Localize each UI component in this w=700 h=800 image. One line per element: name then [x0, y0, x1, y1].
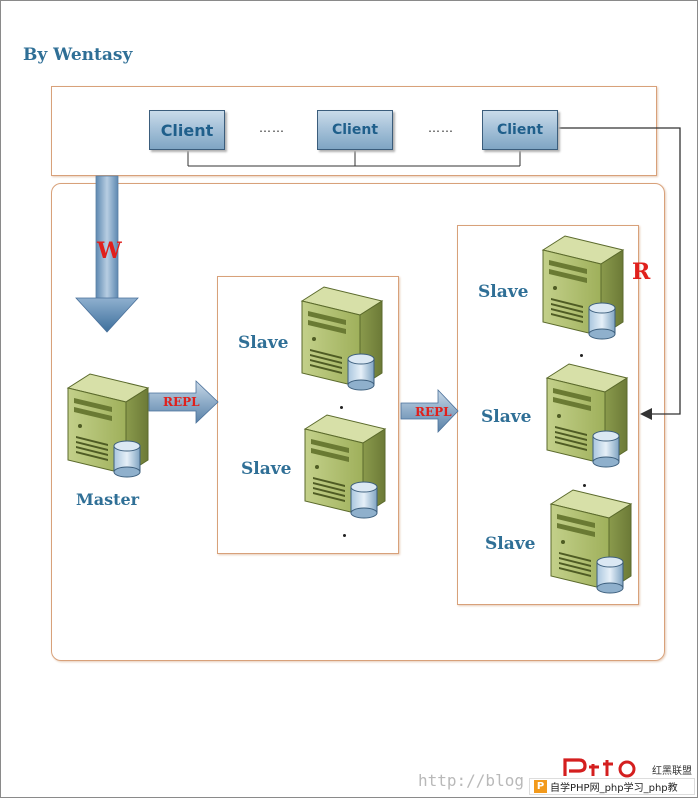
watermark-bar: P 自学PHP网_php学习_php教 — [529, 778, 695, 795]
database-tier-panel — [51, 183, 665, 661]
repl-arrow-1 — [148, 380, 219, 424]
slave-server-icon-r2 — [546, 363, 628, 468]
read-slave-group — [457, 225, 639, 605]
watermark-brand: 红黑联盟 — [652, 766, 692, 777]
client-tier-panel — [51, 86, 657, 176]
watermark-logo-icon — [563, 758, 636, 778]
slave-server-icon-m1 — [301, 286, 383, 391]
repl-label-2: REPL — [415, 405, 452, 419]
client-box-1: Client — [149, 110, 225, 150]
ellipsis-dot — [583, 484, 586, 487]
middle-slave-group — [217, 276, 399, 554]
client-box-2: Client — [317, 110, 393, 150]
author-label: By Wentasy — [23, 45, 133, 65]
slave-server-icon-r3 — [550, 489, 632, 594]
watermark-url: http://blog — [418, 771, 524, 790]
client-box-3: Client — [482, 110, 558, 150]
slave-label-r2: Slave — [481, 407, 532, 427]
read-label: R — [632, 259, 651, 285]
slave-server-icon-m2 — [304, 414, 386, 519]
client-ellipsis-1: …… — [259, 121, 285, 135]
repl-label-1: REPL — [163, 395, 200, 409]
slave-label-r3: Slave — [485, 534, 536, 554]
slave-server-icon-r1 — [542, 235, 624, 340]
watermark-bar-text: 自学PHP网_php学习_php教 — [550, 783, 678, 794]
ellipsis-dot — [340, 406, 343, 409]
slave-label-r1: Slave — [478, 282, 529, 302]
slave-label-m1: Slave — [238, 333, 289, 353]
write-label: W — [97, 238, 122, 264]
php-logo-icon: P — [534, 780, 547, 793]
write-arrow — [75, 175, 139, 333]
master-server-icon — [67, 373, 149, 478]
slave-label-m2: Slave — [241, 459, 292, 479]
ellipsis-dot — [580, 354, 583, 357]
client-ellipsis-2: …… — [428, 121, 454, 135]
ellipsis-dot — [343, 534, 346, 537]
master-label: Master — [76, 490, 140, 509]
repl-arrow-2 — [400, 389, 459, 433]
